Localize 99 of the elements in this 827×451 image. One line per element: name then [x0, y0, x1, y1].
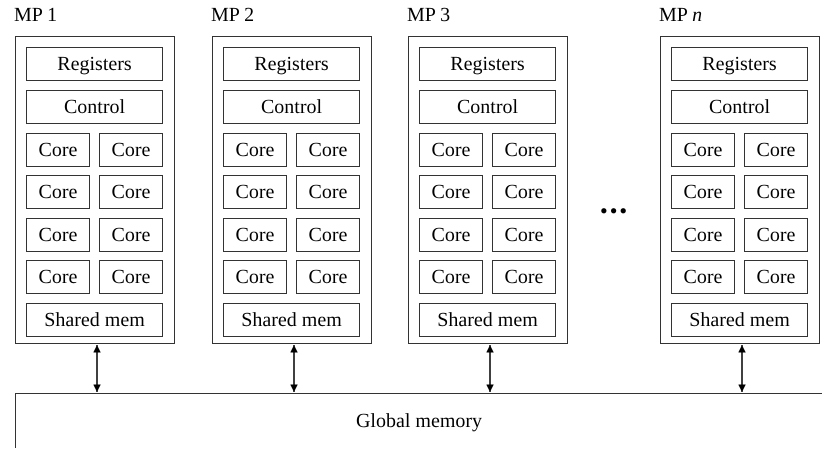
unit-label: Registers	[701, 54, 778, 74]
processor-heading: MP 1	[14, 4, 58, 27]
unit-box	[419, 175, 483, 209]
unit-label: Core	[682, 225, 724, 245]
unit-box	[223, 133, 287, 167]
unit-box	[223, 218, 287, 252]
unit-label: Core	[504, 140, 544, 160]
unit-box	[296, 218, 360, 252]
unit-label: Registers	[449, 54, 526, 74]
unit-label: Core	[504, 182, 544, 202]
unit-label: Core	[234, 140, 276, 160]
unit-label: Shared mem	[43, 310, 146, 330]
unit-box	[419, 90, 556, 124]
unit-label: Core	[38, 225, 78, 245]
double-arrow	[738, 345, 746, 392]
unit-label: Core	[38, 267, 78, 287]
unit-box	[671, 260, 735, 294]
unit-box	[744, 218, 808, 252]
unit-box	[419, 47, 556, 81]
unit-label: Shared mem	[240, 310, 343, 330]
processor-heading: MP 2	[211, 4, 254, 27]
unit-box	[26, 47, 163, 81]
unit-label: Core	[430, 182, 472, 202]
unit-box	[492, 175, 556, 209]
unit-box	[296, 175, 360, 209]
unit-label: Core	[110, 225, 152, 245]
unit-box	[26, 133, 90, 167]
unit-box	[671, 218, 735, 252]
processor-heading: MP 3	[407, 4, 450, 27]
unit-label: Core	[234, 267, 276, 287]
unit-box	[99, 218, 163, 252]
unit-box	[99, 260, 163, 294]
double-arrow	[93, 345, 101, 392]
unit-label: Core	[504, 225, 544, 245]
memory-label: Global memory	[354, 411, 484, 431]
unit-box	[26, 303, 163, 337]
unit-label: Shared mem	[436, 310, 539, 330]
unit-label: Core	[110, 140, 152, 160]
unit-label: Control	[62, 97, 126, 117]
unit-box	[223, 175, 287, 209]
unit-label: Core	[234, 182, 276, 202]
unit-box	[99, 133, 163, 167]
unit-box	[26, 218, 90, 252]
unit-box	[671, 175, 735, 209]
unit-box	[223, 47, 360, 81]
unit-label: Core	[430, 140, 472, 160]
unit-label: Core	[430, 225, 472, 245]
unit-box	[744, 175, 808, 209]
unit-label: Core	[756, 267, 796, 287]
unit-box	[99, 175, 163, 209]
unit-box	[744, 260, 808, 294]
unit-box	[492, 260, 556, 294]
unit-box	[744, 133, 808, 167]
unit-label: Control	[260, 97, 324, 117]
unit-label: Core	[682, 140, 724, 160]
unit-label: Core	[682, 267, 724, 287]
double-arrow	[486, 345, 494, 392]
unit-label: Core	[110, 182, 152, 202]
unit-box	[223, 90, 360, 124]
unit-label: Core	[110, 267, 152, 287]
unit-label: Core	[756, 182, 796, 202]
unit-label: Registers	[56, 54, 133, 74]
unit-box	[296, 260, 360, 294]
unit-box	[223, 303, 360, 337]
unit-box	[419, 133, 483, 167]
unit-label: Core	[308, 182, 348, 202]
unit-box	[419, 218, 483, 252]
unit-label: Core	[504, 267, 544, 287]
unit-label: Core	[756, 140, 796, 160]
unit-label: Registers	[253, 54, 330, 74]
unit-label: Core	[308, 225, 348, 245]
unit-box	[671, 303, 808, 337]
unit-label: Control	[456, 97, 520, 117]
double-arrow	[290, 345, 298, 392]
processor-heading: MP n	[659, 4, 702, 27]
unit-box	[26, 90, 163, 124]
memory-box	[15, 393, 822, 448]
unit-label: Control	[708, 97, 772, 117]
unit-box	[492, 218, 556, 252]
unit-box	[419, 303, 556, 337]
unit-box	[671, 47, 808, 81]
unit-label: Core	[308, 140, 348, 160]
unit-box	[26, 175, 90, 209]
unit-label: Core	[38, 182, 78, 202]
unit-label: Shared mem	[688, 310, 791, 330]
unit-label: Core	[682, 182, 724, 202]
unit-box	[296, 133, 360, 167]
unit-box	[223, 260, 287, 294]
unit-box	[671, 90, 808, 124]
unit-box	[419, 260, 483, 294]
unit-label: Core	[234, 225, 276, 245]
unit-label: Core	[308, 267, 348, 287]
unit-label: Core	[38, 140, 78, 160]
unit-label: Core	[430, 267, 472, 287]
unit-box	[492, 133, 556, 167]
ellipsis: •••	[600, 198, 630, 224]
unit-box	[671, 133, 735, 167]
unit-label: Core	[756, 225, 796, 245]
unit-box	[26, 260, 90, 294]
